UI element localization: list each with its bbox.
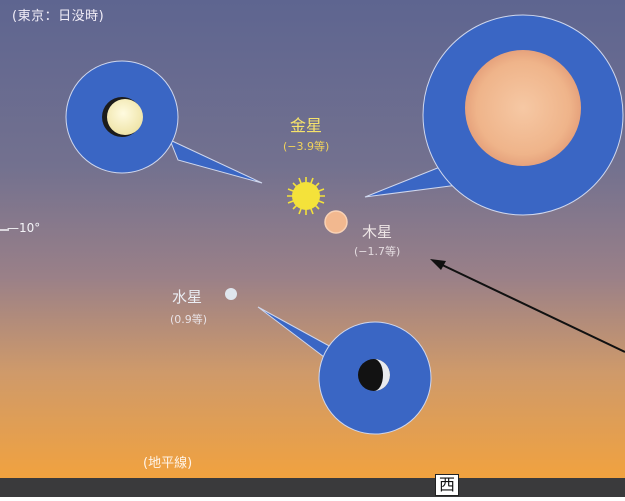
venus-name: 金星 [290, 116, 323, 135]
venus-phase-icon [107, 99, 143, 135]
jupiter-name: 木星 [362, 223, 393, 241]
mercury-name: 水星 [172, 288, 203, 306]
venus-callout-pointer [169, 139, 263, 184]
venus-magnitude: (−3.9等) [283, 140, 330, 153]
mercury-dot-icon [225, 288, 237, 300]
mercury-phase-crescent-icon [374, 359, 390, 391]
mercury-magnitude: (0.9等) [170, 313, 208, 326]
venus-marker [287, 177, 325, 215]
altitude-tick-label: —10° [7, 221, 41, 235]
jupiter-inset [364, 14, 624, 216]
jupiter-magnitude: (−1.7等) [354, 245, 401, 258]
venus-star-icon [292, 182, 320, 210]
jupiter-disc-icon [465, 50, 581, 166]
direction-label: 西 [435, 474, 459, 496]
mercury-inset [257, 306, 432, 435]
annotation-arrow-icon [430, 259, 625, 353]
region-caption: (東京：日没時) [12, 9, 105, 24]
horizon-label: (地平線) [143, 456, 193, 471]
ground-strip [0, 478, 625, 497]
venus-inset [65, 60, 263, 184]
jupiter-dot-icon [324, 210, 348, 234]
